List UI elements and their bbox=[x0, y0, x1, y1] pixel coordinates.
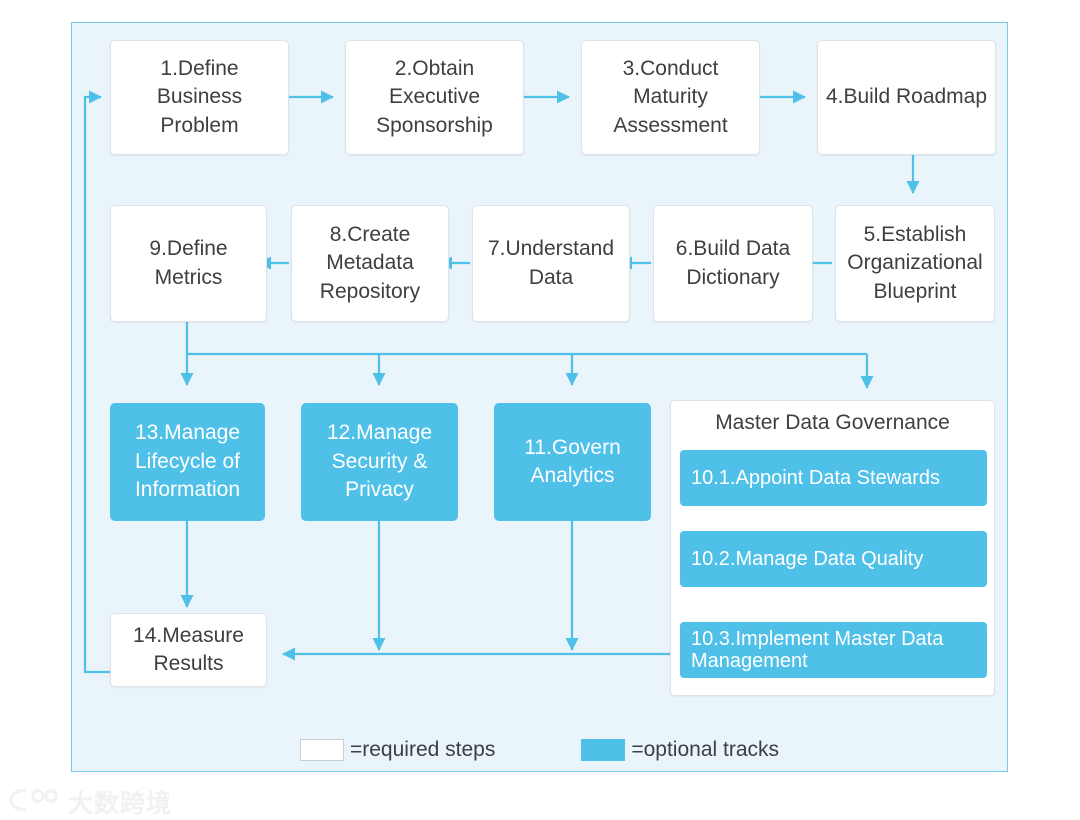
node-12-manage-security-privacy[interactable]: 12.Manage Security & Privacy bbox=[301, 403, 458, 521]
master-data-governance-group: Master Data Governance 10.1.Appoint Data… bbox=[670, 400, 995, 696]
node-5-establish-organizational-blueprint[interactable]: 5.Establish Organizational Blueprint bbox=[835, 205, 995, 322]
watermark: 大数跨境 bbox=[8, 784, 172, 820]
node-14-measure-results[interactable]: 14.Measure Results bbox=[110, 613, 267, 687]
mdg-item-10-1-appoint-data-stewards[interactable]: 10.1.Appoint Data Stewards bbox=[680, 450, 987, 506]
mdg-item-10-3-implement-master-data-management[interactable]: 10.3.Implement Master Data Management bbox=[680, 622, 987, 678]
node-label: 2.Obtain Executive Sponsorship bbox=[376, 56, 493, 137]
node-label: 4.Build Roadmap bbox=[825, 85, 988, 109]
legend-swatch-optional-icon bbox=[581, 739, 626, 761]
node-label: 13.Manage Lifecycle of Information bbox=[134, 421, 241, 502]
node-4-build-roadmap[interactable]: 4.Build Roadmap bbox=[817, 40, 996, 155]
node-label: 5.Establish Organizational Blueprint bbox=[847, 222, 983, 303]
node-8-create-metadata-repository[interactable]: 8.Create Metadata Repository bbox=[291, 205, 449, 322]
node-2-obtain-executive-sponsorship[interactable]: 2.Obtain Executive Sponsorship bbox=[345, 40, 524, 155]
node-label: 3.Conduct Maturity Assessment bbox=[613, 56, 728, 137]
legend-swatch-required-icon bbox=[300, 739, 344, 761]
watermark-logo-icon bbox=[8, 787, 60, 818]
node-label: 11.Govern Analytics bbox=[524, 435, 621, 487]
mdg-item-10-2-manage-data-quality[interactable]: 10.2.Manage Data Quality bbox=[680, 531, 987, 587]
watermark-text: 大数跨境 bbox=[68, 789, 173, 818]
node-label: 9.Define Metrics bbox=[149, 237, 228, 289]
node-9-define-metrics[interactable]: 9.Define Metrics bbox=[110, 205, 267, 322]
node-label: 14.Measure Results bbox=[133, 623, 244, 675]
mdg-item-label: 10.3.Implement Master Data Management bbox=[691, 627, 944, 672]
legend-optional-label: =optional tracks bbox=[631, 738, 780, 761]
mdg-item-label: 10.1.Appoint Data Stewards bbox=[691, 466, 941, 489]
node-6-build-data-dictionary[interactable]: 6.Build Data Dictionary bbox=[653, 205, 813, 322]
node-label: 6.Build Data Dictionary bbox=[675, 237, 791, 289]
node-3-conduct-maturity-assessment[interactable]: 3.Conduct Maturity Assessment bbox=[581, 40, 760, 155]
legend: =required steps =optional tracks bbox=[300, 731, 810, 769]
legend-required-label: =required steps bbox=[350, 738, 496, 761]
legend-optional: =optional tracks bbox=[581, 738, 779, 762]
node-label: 1.Define Business Problem bbox=[156, 56, 243, 137]
node-label: 7.Understand Data bbox=[487, 237, 615, 289]
legend-required: =required steps bbox=[300, 738, 495, 762]
mdg-item-label: 10.2.Manage Data Quality bbox=[691, 547, 924, 570]
node-11-govern-analytics[interactable]: 11.Govern Analytics bbox=[494, 403, 651, 521]
node-13-manage-lifecycle-of-information[interactable]: 13.Manage Lifecycle of Information bbox=[110, 403, 265, 521]
node-label: 12.Manage Security & Privacy bbox=[326, 421, 433, 502]
node-1-define-business-problem[interactable]: 1.Define Business Problem bbox=[110, 40, 289, 155]
node-7-understand-data[interactable]: 7.Understand Data bbox=[472, 205, 630, 322]
node-label: 8.Create Metadata Repository bbox=[319, 222, 421, 303]
mdg-title: Master Data Governance bbox=[715, 411, 950, 434]
